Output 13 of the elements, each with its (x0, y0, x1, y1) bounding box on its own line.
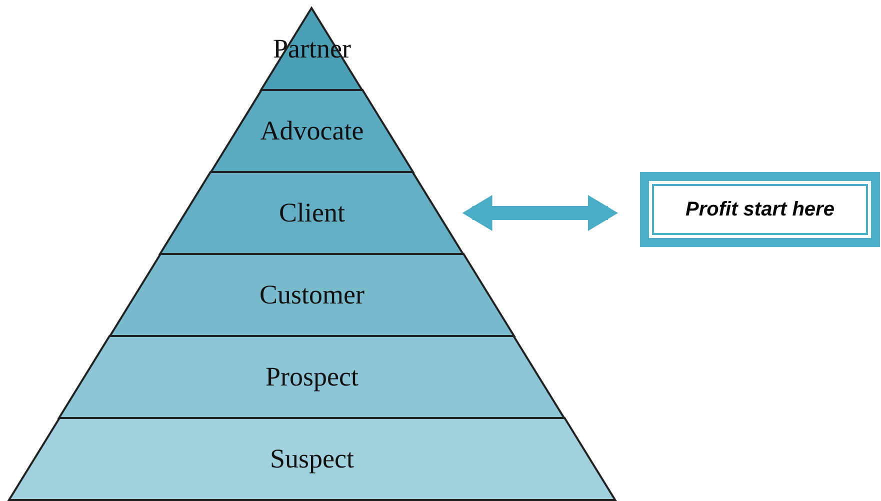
band-label: Advocate (260, 116, 364, 146)
band-label: Prospect (266, 362, 358, 392)
callout-text: Profit start here (684, 198, 836, 221)
pyramid-band (210, 90, 414, 172)
band-label: Client (278, 198, 345, 228)
band-label: Customer (259, 280, 364, 310)
band-label: Suspect (270, 444, 354, 474)
pyramid-band (160, 172, 464, 254)
double-arrow (462, 195, 618, 231)
text-box (640, 172, 880, 247)
pyramid-band (8, 418, 616, 500)
pyramid-band (59, 336, 565, 418)
pyramid-band (110, 254, 514, 336)
